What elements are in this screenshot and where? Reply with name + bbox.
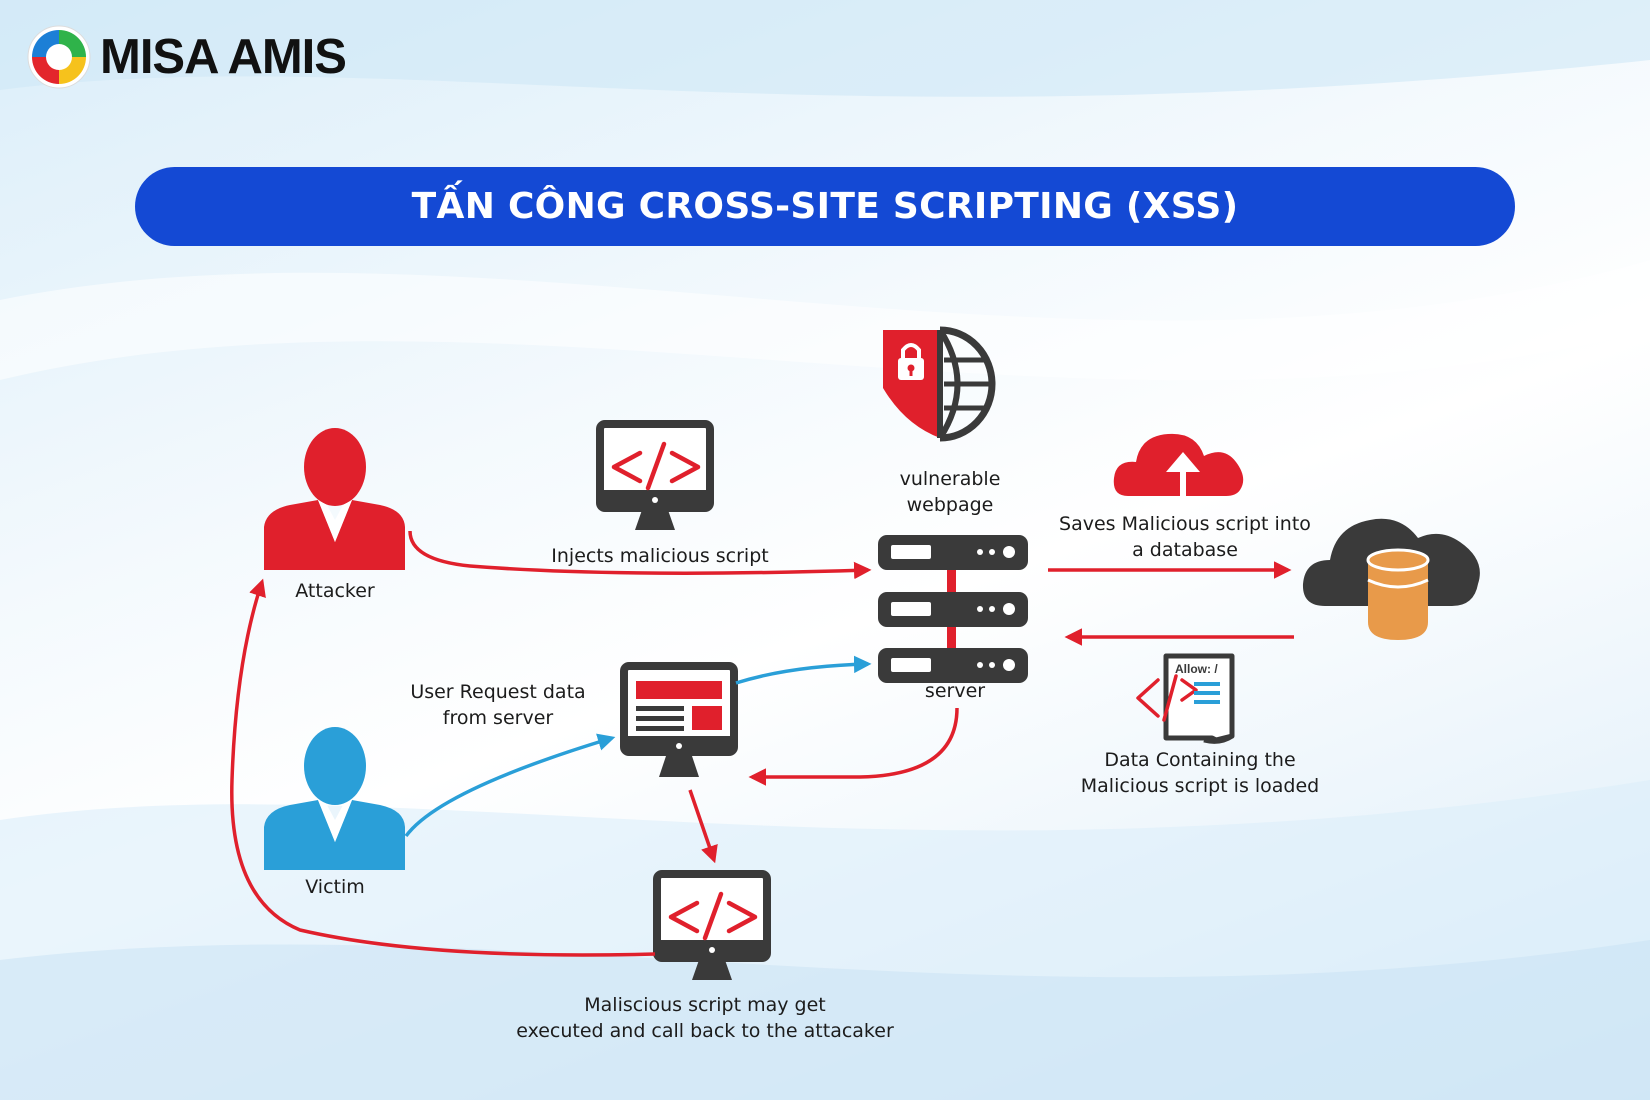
- server-rack-icon: [878, 535, 1028, 683]
- data-loaded-label: Data Containing the Malicious script is …: [1080, 749, 1320, 797]
- cloud-database-icon: [1302, 518, 1480, 640]
- title-banner: TẤN CÔNG CROSS-SITE SCRIPTING (XSS): [135, 167, 1515, 246]
- attacker-label: Attacker: [295, 580, 375, 602]
- attacker-person-icon: [264, 428, 405, 570]
- arrow-request-to-server: [735, 655, 872, 685]
- brand-name: MISA AMIS: [100, 30, 347, 84]
- victim-person-icon: [264, 727, 405, 870]
- user-request-label: User Request data from server: [410, 681, 586, 729]
- webpage-monitor-icon: [620, 662, 738, 777]
- vulnerable-webpage-label: vulnerable webpage: [899, 468, 1001, 516]
- allow-tag: Allow: /: [1175, 662, 1218, 676]
- arrow-server-response: [748, 707, 959, 786]
- arrow-callback-attacker: [230, 578, 656, 957]
- saves-db-label: Saves Malicious script into a database: [1059, 513, 1311, 561]
- code-monitor-bottom-icon: [653, 870, 771, 980]
- victim-label: Victim: [305, 876, 365, 898]
- executed-callback-label: Maliscious script may get executed and c…: [516, 994, 894, 1042]
- server-label: server: [924, 680, 986, 702]
- arrow-execute: [688, 789, 718, 864]
- injects-label: Injects malicious script: [551, 545, 769, 567]
- misa-logo-icon: [27, 25, 91, 89]
- arrow-inject: [408, 530, 872, 580]
- cloud-upload-icon: [1113, 433, 1244, 498]
- brand-logo: MISA AMIS: [26, 24, 347, 90]
- code-monitor-top-icon: [596, 420, 714, 530]
- arrow-victim-request: [404, 733, 616, 838]
- shield-globe-icon: [883, 326, 996, 442]
- code-document-icon: Allow: /: [1136, 653, 1235, 744]
- page-title: TẤN CÔNG CROSS-SITE SCRIPTING (XSS): [411, 186, 1239, 227]
